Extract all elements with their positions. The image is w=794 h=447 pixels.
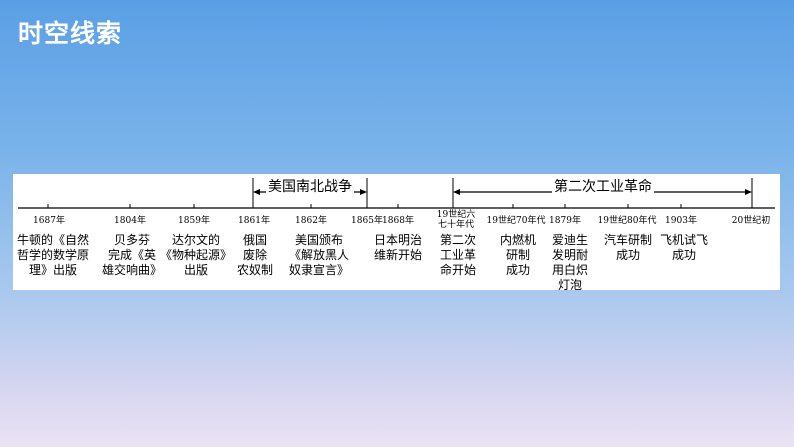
- industrial-revolution-arrow-left: [453, 189, 460, 195]
- year-label: 1859年: [178, 216, 210, 226]
- year-label: 1862年: [295, 216, 327, 226]
- event-edison: 爱迪生 发明耐 用白炽 灯泡: [551, 233, 589, 292]
- year-label: 20世纪初: [731, 216, 771, 226]
- event-russia-serfdom: 俄国 废除 农奴制: [236, 233, 274, 277]
- year-label: 1903年: [665, 216, 697, 226]
- industrial-revolution-arrow-right: [745, 189, 752, 195]
- year-label: 1868年: [382, 216, 414, 226]
- civil-war-arrow-left: [253, 189, 260, 195]
- year-label: 19世纪80年代: [597, 216, 657, 226]
- event-beethoven: 贝多芬 完成《英 雄交响曲》: [101, 233, 163, 277]
- event-meiji: 日本明治 维新开始: [373, 233, 423, 262]
- year-label: 1861年: [238, 216, 270, 226]
- year-label: 1879年: [549, 216, 581, 226]
- event-airplane: 飞机试飞 成功: [659, 233, 709, 262]
- period-civil-war: 美国南北战争: [266, 176, 354, 196]
- year-label: 1804年: [114, 216, 146, 226]
- event-emancipation: 美国颁布 《解放黑人 奴隶宣言》: [288, 233, 350, 277]
- event-darwin: 达尔文的 《物种起源》 出版: [159, 233, 233, 277]
- event-engine: 内燃机 研制 成功: [499, 233, 537, 277]
- period-second-industrial-revolution: 第二次工业革命: [552, 176, 654, 196]
- event-automobile: 汽车研制 成功: [603, 233, 653, 262]
- year-label: 19世纪六七十年代: [436, 210, 476, 230]
- year-label: 19世纪70年代: [486, 216, 546, 226]
- year-label: 1865年: [351, 216, 383, 226]
- civil-war-arrow-right: [360, 189, 367, 195]
- timeline-panel: 美国南北战争 第二次工业革命 1687年 1804年 1859年 1861年 1…: [13, 174, 780, 292]
- event-industrial-revolution-start: 第二次 工业革 命开始: [439, 233, 477, 277]
- page-title: 时空线索: [18, 19, 123, 48]
- event-newton: 牛顿的《自然 哲学的数学原 理》出版: [16, 233, 90, 277]
- year-label: 1687年: [33, 216, 65, 226]
